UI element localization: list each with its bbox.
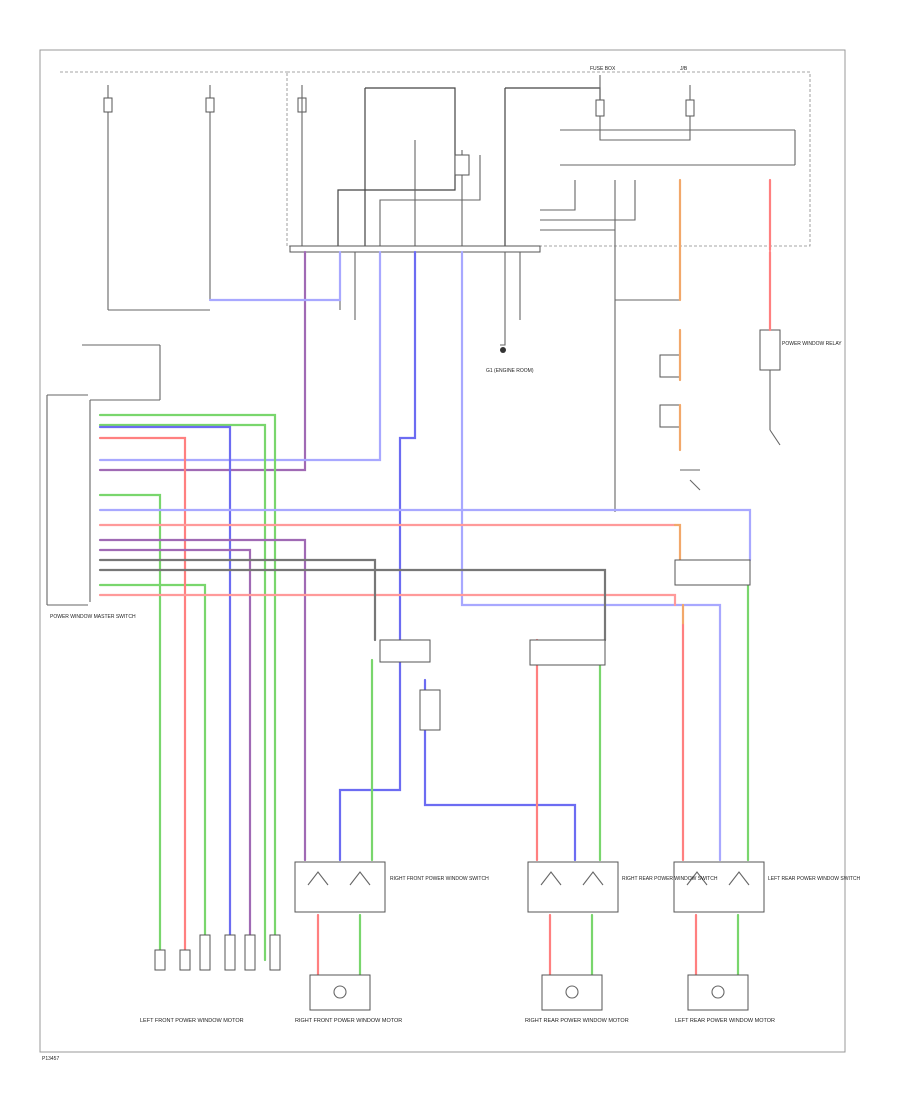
fuse-box-connectors [289,245,680,512]
wire-gray-2 [98,568,607,642]
ground-label: G1 (ENGINE ROOM) [486,368,534,374]
fuse-box-outline [286,71,811,247]
wire-green-1 [98,413,277,952]
wire-green-2 [98,423,267,962]
left-front-motor-connector [154,934,281,971]
wire-green-4 [98,583,207,952]
window-motors [309,974,749,1011]
rl-switch-caption: LEFT REAR POWER WINDOW SWITCH [768,876,861,882]
master-switch-label: POWER WINDOW MASTER SWITCH [50,614,136,620]
footer-code: P13457 [42,1056,59,1062]
top-left-fuses [103,85,307,311]
master-switch: POWER WINDOW MASTER SWITCH [46,344,161,620]
wire-gray-1 [98,558,377,642]
rear-left-motor [687,974,749,1011]
wire-orange-1 [673,523,682,562]
junction-boxes [379,559,751,731]
relay-caption: POWER WINDOW RELAY [782,341,842,347]
front-right-switch [294,861,386,913]
wire-violet-2 [98,538,307,862]
wire-lightblue-top [208,250,342,302]
rr-switch-caption: RIGHT REAR POWER WINDOW SWITCH [622,876,718,882]
rl-motor-caption: LEFT REAR POWER WINDOW MOTOR [675,1018,775,1024]
front-right-motor [309,974,371,1011]
wire-green-3 [98,493,162,962]
wire-lightblue-2 [98,250,382,462]
wire-violet-3 [98,548,252,962]
wire-violet-1 [98,250,307,472]
wire-blue-main [338,250,417,862]
relay-column [659,329,781,491]
wire-blue-r [423,678,577,862]
wire-red-1 [98,436,187,962]
wire-pink-2 [98,593,677,607]
rear-right-switch [527,861,619,913]
outer-frame [39,49,846,1053]
fr-motor-caption: RIGHT FRONT POWER WINDOW MOTOR [295,1018,402,1024]
fuse-box-internals [337,75,796,246]
rr-motor-caption: RIGHT REAR POWER WINDOW MOTOR [525,1018,629,1024]
rear-right-motor [541,974,603,1011]
wire-lightblue-4 [460,250,722,862]
ds-motor-caption: LEFT FRONT POWER WINDOW MOTOR [140,1018,244,1024]
fr-switch-caption: RIGHT FRONT POWER WINDOW SWITCH [390,876,489,882]
rear-left-switch [673,861,765,913]
wire-blue-1 [98,425,232,957]
wire-bundle [98,178,772,977]
wire-lightblue-3 [98,508,752,562]
window-switches [294,861,765,913]
fuse-box-caption: FUSE BOX [590,66,616,72]
jb-caption: J/B [680,66,688,72]
